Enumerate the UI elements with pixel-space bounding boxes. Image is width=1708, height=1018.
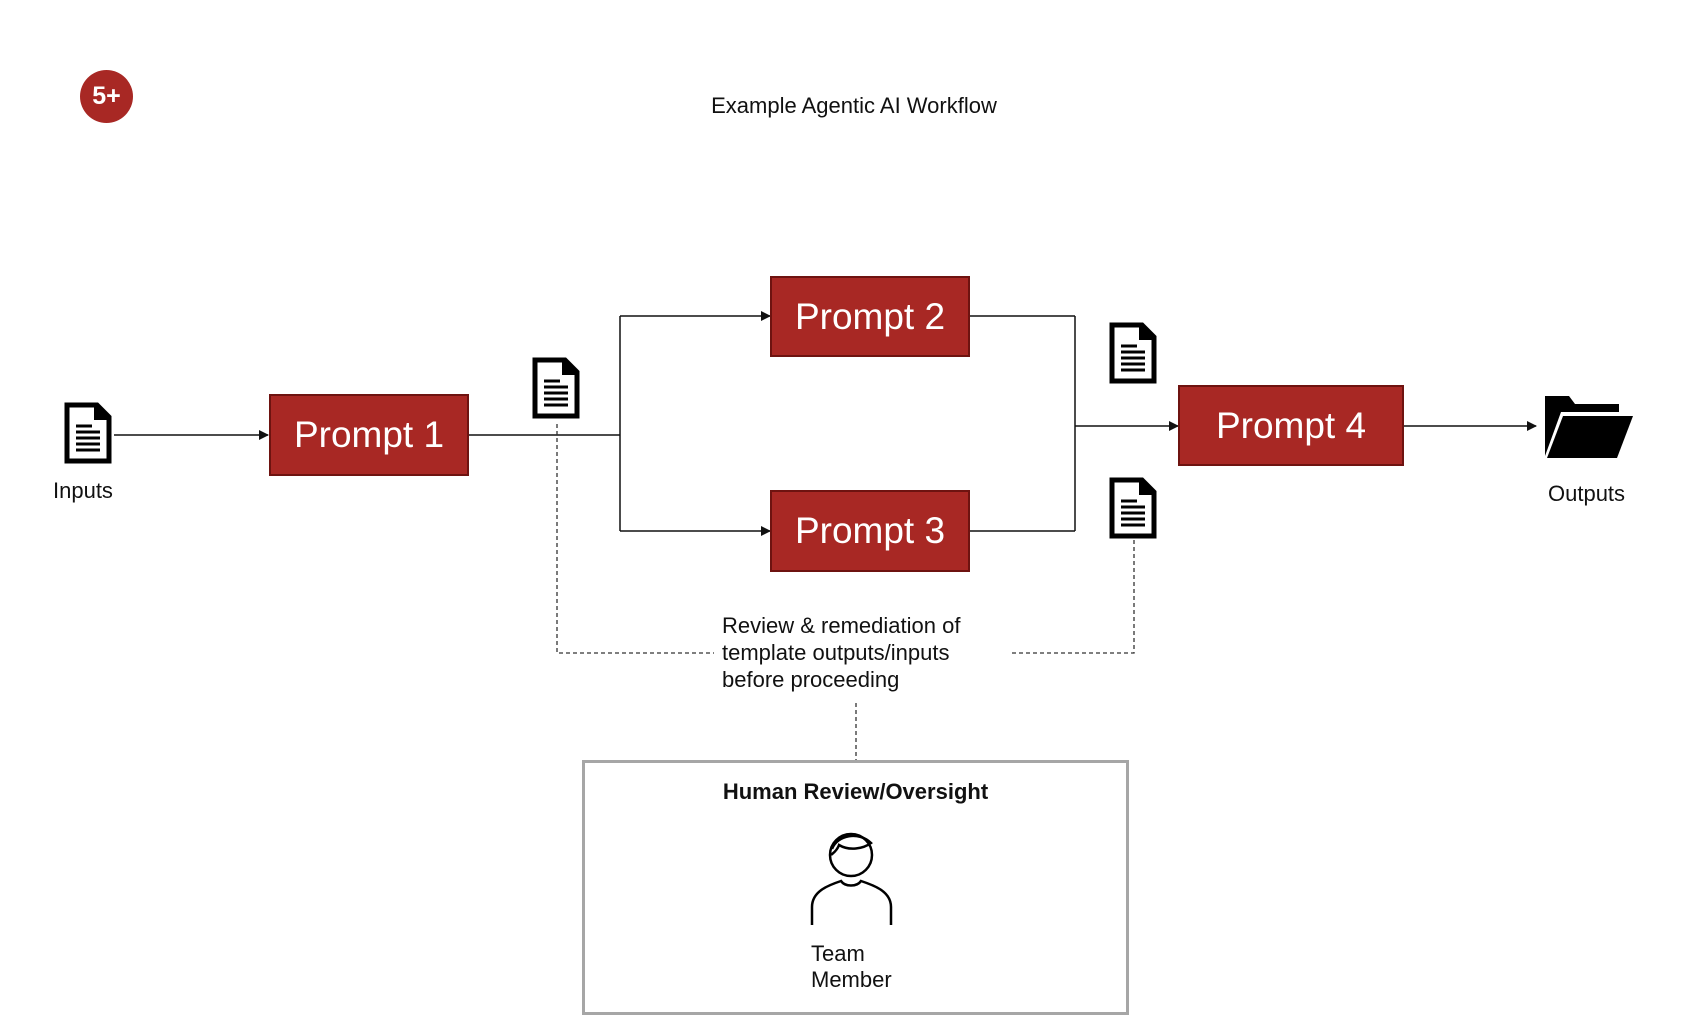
outputs-label: Outputs	[1548, 481, 1626, 506]
document-icon	[1109, 322, 1157, 384]
human-review-panel: Human Review/Oversight Team Member	[582, 760, 1129, 1015]
team-member-line: Member	[811, 967, 892, 992]
prompt-4-label: Prompt 4	[1215, 404, 1367, 446]
document-icon	[1109, 477, 1157, 539]
prompt-4-node: Prompt 4	[1178, 385, 1404, 466]
inputs-label: Inputs	[53, 478, 113, 503]
prompt-1-node: Prompt 1	[269, 394, 469, 476]
prompt-2-node: Prompt 2	[770, 276, 970, 357]
prompt-1-label: Prompt 1	[293, 414, 445, 455]
review-line: Review & remediation of	[722, 613, 961, 638]
prompt-2-label: Prompt 2	[794, 295, 946, 337]
prompt-3-node: Prompt 3	[770, 490, 970, 572]
review-dashed-right	[1010, 540, 1135, 654]
team-member-line: Team	[811, 941, 865, 966]
human-review-title: Human Review/Oversight	[722, 779, 989, 804]
document-icon	[64, 402, 112, 464]
step-badge: 5+	[80, 70, 133, 123]
open-folder-icon	[1545, 396, 1633, 458]
review-line: template outputs/inputs	[722, 640, 950, 665]
team-member-label: Team Member	[811, 941, 892, 993]
review-note: Review & remediation of template outputs…	[722, 612, 965, 693]
review-line: before proceeding	[722, 667, 900, 692]
page-title: Example Agentic AI Workflow	[711, 93, 997, 118]
prompt-3-label: Prompt 3	[794, 510, 946, 551]
person-icon	[810, 832, 893, 925]
document-icon	[532, 357, 580, 419]
review-dashed-left	[556, 424, 714, 654]
